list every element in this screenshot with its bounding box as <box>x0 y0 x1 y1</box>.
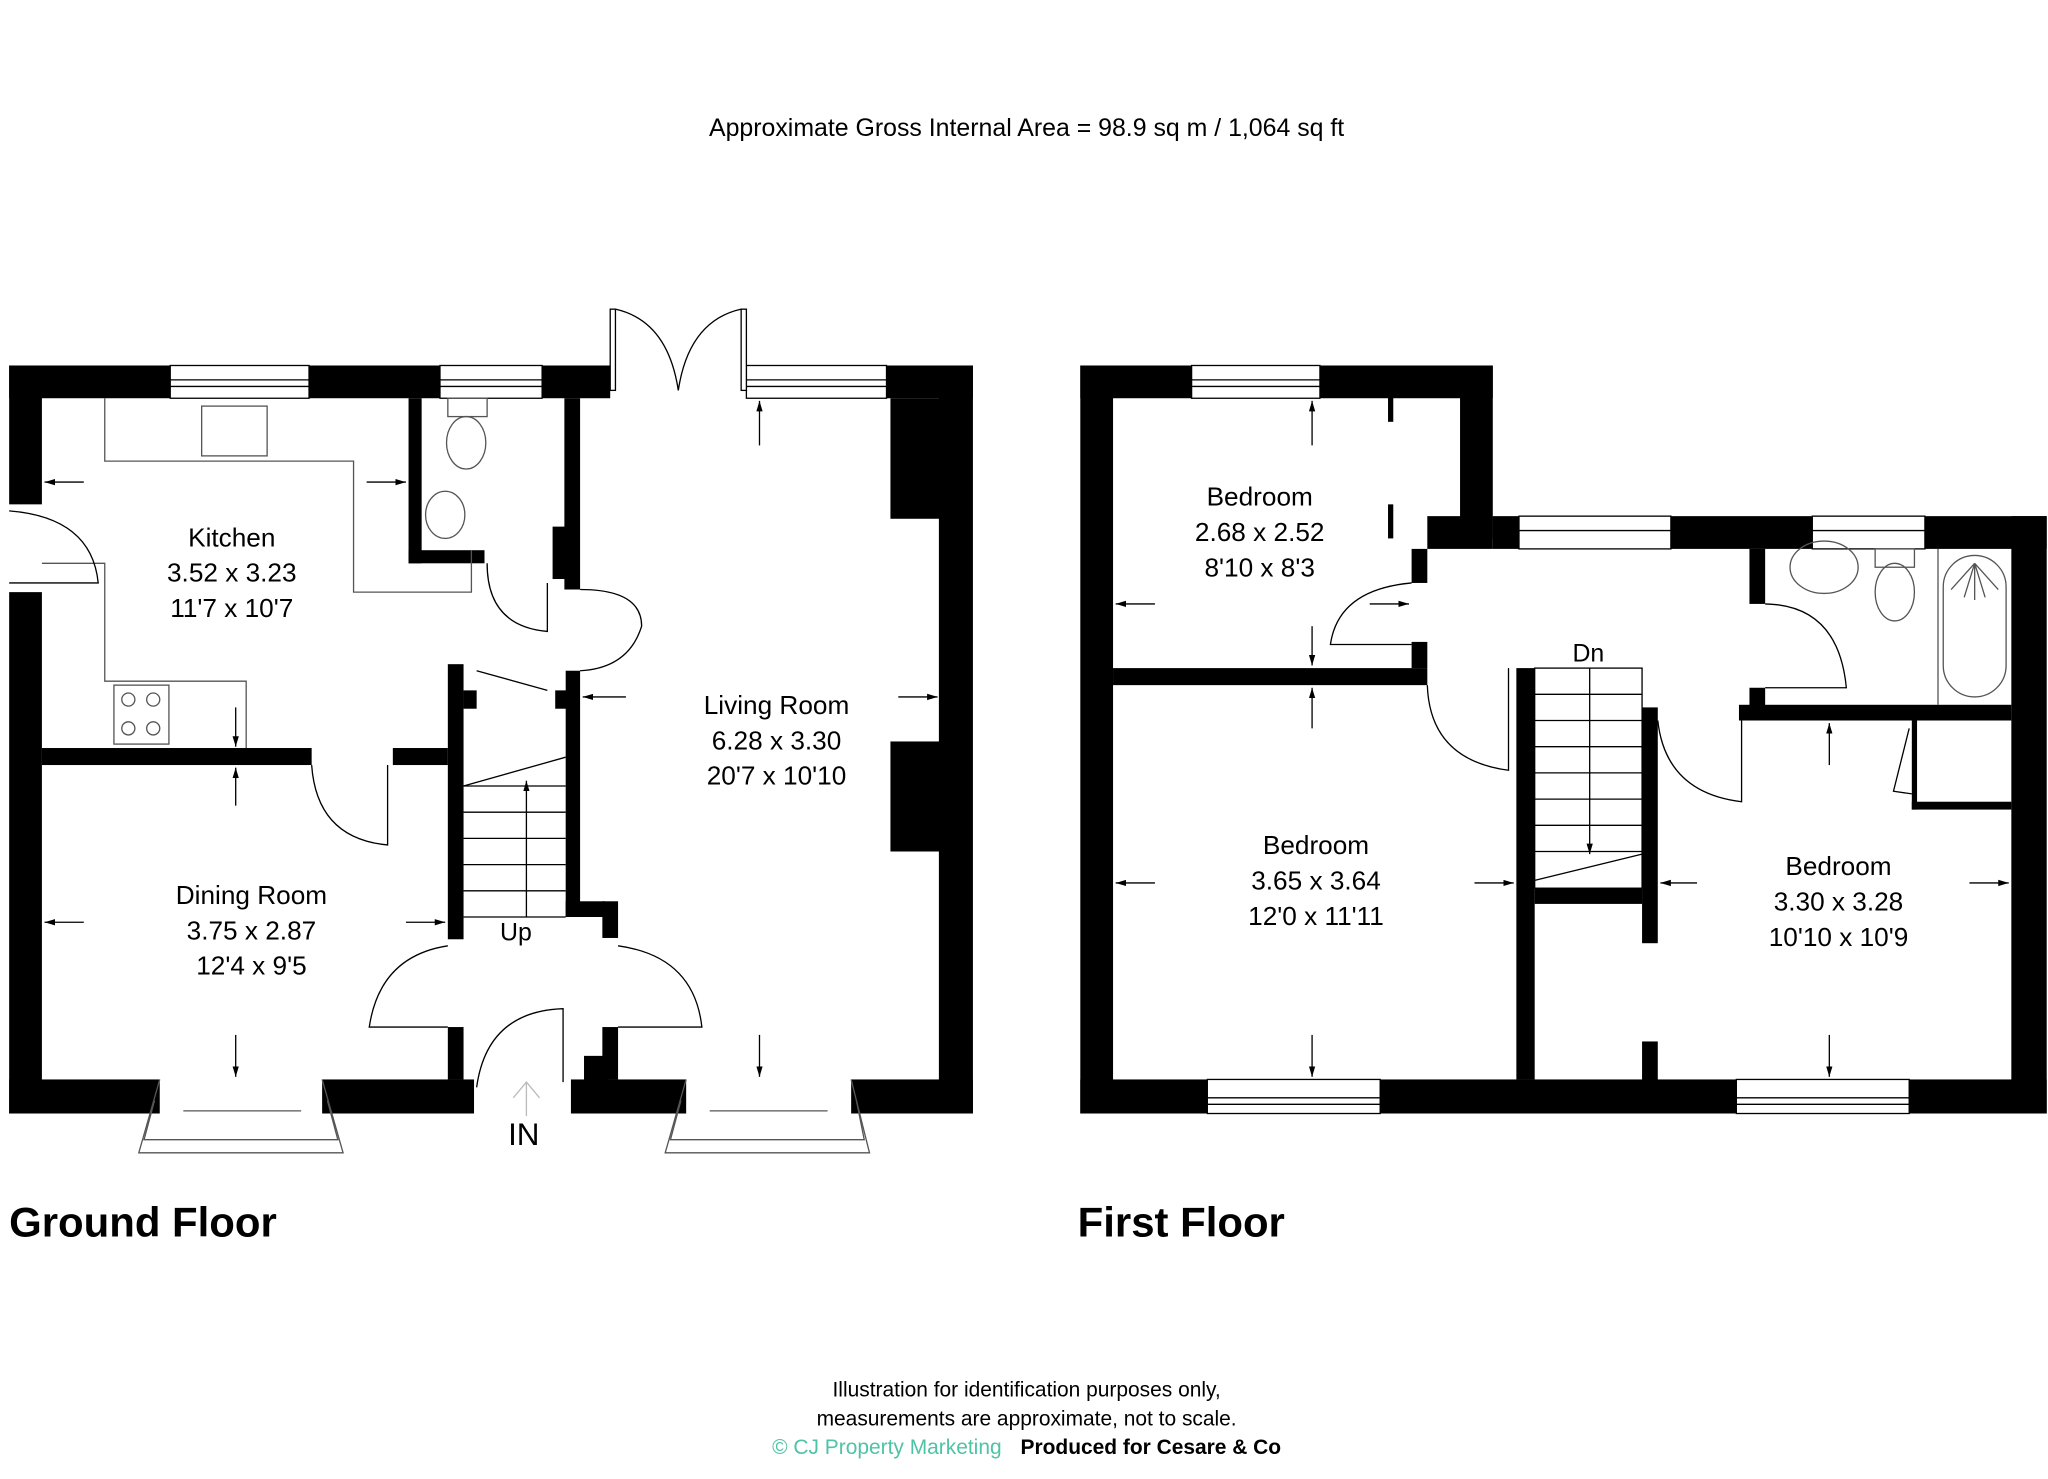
room-imperial: 12'4 x 9'5 <box>196 951 306 981</box>
entrance-label: IN <box>508 1117 539 1152</box>
stairs-up-label: Up <box>500 919 532 947</box>
room-metric: 3.30 x 3.28 <box>1774 886 1904 916</box>
room-imperial: 8'10 x 8'3 <box>1204 552 1314 582</box>
room-name: Bedroom <box>1263 830 1369 860</box>
room-name: Dining Room <box>176 880 327 910</box>
produced-for: Produced for Cesare & Co <box>1021 1436 1282 1459</box>
room-name: Living Room <box>704 690 850 720</box>
room-name: Kitchen <box>188 522 275 552</box>
disclaimer-line-2: measurements are approximate, not to sca… <box>817 1407 1237 1430</box>
copyright-credit: © CJ Property Marketing <box>772 1436 1001 1459</box>
svg-text:© CJ Property Marketing: © CJ Property Marketing Produced for Ces… <box>772 1436 1281 1459</box>
room-imperial: 20'7 x 10'10 <box>707 761 847 791</box>
room-imperial: 10'10 x 10'9 <box>1769 922 1909 952</box>
ground-floor-plan: Kitchen 3.52 x 3.23 11'7 x 10'7 Dining R… <box>9 308 973 1246</box>
ground-floor-title: Ground Floor <box>9 1199 277 1246</box>
room-bedroom-small: Bedroom 2.68 x 2.52 8'10 x 8'3 <box>1195 482 1325 583</box>
room-kitchen: Kitchen 3.52 x 3.23 11'7 x 10'7 <box>167 522 297 623</box>
first-floor-title: First Floor <box>1078 1199 1285 1246</box>
stairs-down-label: Dn <box>1572 640 1604 668</box>
room-dining-room: Dining Room 3.75 x 2.87 12'4 x 9'5 <box>176 880 327 981</box>
room-name: Bedroom <box>1207 482 1313 512</box>
room-metric: 2.68 x 2.52 <box>1195 517 1325 547</box>
room-name: Bedroom <box>1785 851 1891 881</box>
gross-area-text: Approximate Gross Internal Area = 98.9 s… <box>709 114 1344 142</box>
disclaimer-line-1: Illustration for identification purposes… <box>832 1378 1220 1401</box>
room-metric: 3.65 x 3.64 <box>1251 865 1381 895</box>
room-imperial: 11'7 x 10'7 <box>170 593 293 623</box>
first-floor-plan: Bedroom 2.68 x 2.52 8'10 x 8'3 Bedroom 3… <box>1078 364 2047 1246</box>
room-metric: 3.52 x 3.23 <box>167 558 297 588</box>
room-bedroom-right: Bedroom 3.30 x 3.28 10'10 x 10'9 <box>1769 851 1909 952</box>
footer: Illustration for identification purposes… <box>772 1378 1281 1459</box>
room-living-room: Living Room 6.28 x 3.30 20'7 x 10'10 <box>704 690 850 791</box>
room-bedroom-large: Bedroom 3.65 x 3.64 12'0 x 11'11 <box>1248 830 1384 931</box>
room-imperial: 12'0 x 11'11 <box>1248 901 1384 931</box>
room-metric: 6.28 x 3.30 <box>712 725 842 755</box>
room-metric: 3.75 x 2.87 <box>187 915 317 945</box>
